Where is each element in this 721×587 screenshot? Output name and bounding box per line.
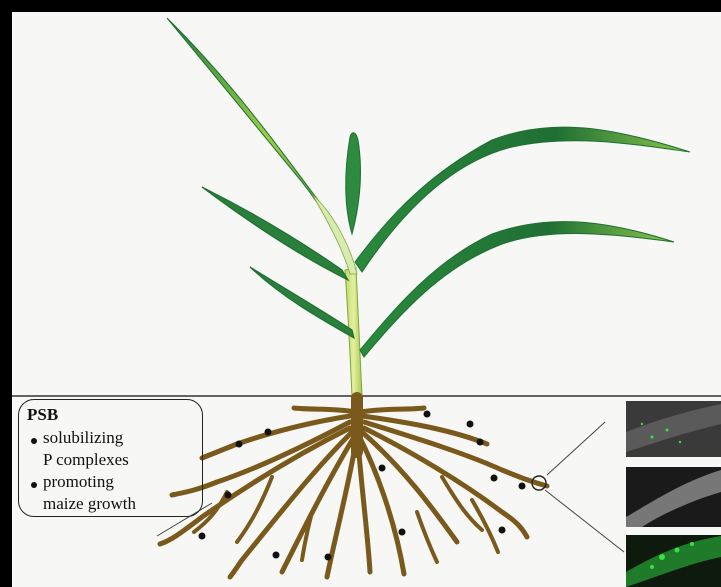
psb-annotation-box: PSB solubilizing P complexes promoting m… bbox=[18, 399, 203, 517]
micrograph-bottom bbox=[626, 535, 721, 587]
leaf-upper-left bbox=[167, 18, 354, 274]
root-system bbox=[160, 398, 547, 577]
micrograph-middle bbox=[626, 467, 721, 527]
micrograph-top bbox=[626, 401, 721, 457]
psb-item-line: P complexes bbox=[43, 450, 129, 470]
psb-item-line: solubilizing bbox=[43, 428, 123, 448]
pointer-line bbox=[545, 490, 624, 552]
leaf-left-lower bbox=[250, 267, 354, 338]
leaf-right-lower bbox=[360, 222, 674, 357]
psb-item-line: promoting bbox=[43, 472, 114, 492]
diagram-canvas: PSB solubilizing P complexes promoting m… bbox=[12, 12, 721, 587]
psb-title: PSB bbox=[27, 405, 58, 425]
leaf-top-center bbox=[346, 133, 361, 234]
bullet-icon bbox=[31, 482, 37, 488]
leaf-right-upper bbox=[355, 127, 690, 272]
pointer-line bbox=[547, 422, 605, 475]
psb-item-line: maize growth bbox=[43, 494, 136, 514]
leaf-left-middle bbox=[202, 187, 348, 280]
bullet-icon bbox=[31, 438, 37, 444]
